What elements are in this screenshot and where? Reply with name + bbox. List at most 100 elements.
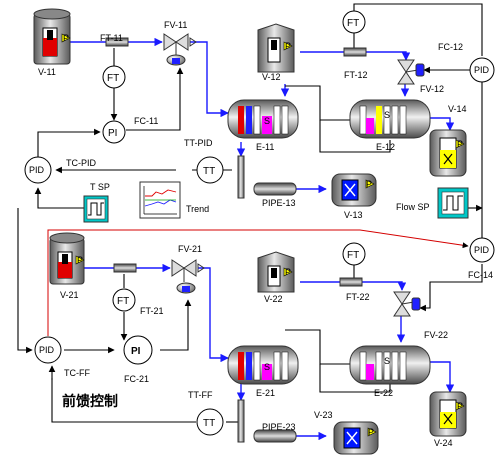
page-title: 前馈控制 <box>62 393 118 409</box>
vessel-v24[interactable]: P <box>429 391 467 437</box>
tc-pid-controller[interactable]: PID <box>24 156 52 184</box>
fv21-label: FV-21 <box>178 244 202 254</box>
pipe23-label: PIPE-23 <box>262 422 296 432</box>
svg-text:S: S <box>264 362 270 372</box>
svg-text:PID: PID <box>39 345 55 355</box>
tt-ff-transmitter[interactable]: TT <box>196 408 224 436</box>
pipe-13[interactable] <box>253 182 297 196</box>
svg-text:PID: PID <box>29 165 45 175</box>
ft22-label: FT-22 <box>346 292 370 302</box>
svg-text:PI: PI <box>131 346 141 357</box>
flow-element-ft21 <box>113 263 137 273</box>
pipe-23[interactable] <box>253 429 297 443</box>
tcpid-label: TC-PID <box>66 158 96 168</box>
fc21-pi-controller[interactable]: PI <box>123 335 153 365</box>
svg-text:S: S <box>264 116 270 126</box>
svg-text:P: P <box>368 427 374 437</box>
tc-ff-controller[interactable]: PID <box>34 336 62 364</box>
v13-label: V-13 <box>344 210 363 220</box>
svg-text:FT: FT <box>107 73 119 84</box>
ft21-label: FT-21 <box>140 306 164 316</box>
valve-fv21[interactable] <box>171 259 205 294</box>
t-sp-setpoint[interactable] <box>83 195 109 223</box>
svg-text:PID: PID <box>474 65 490 75</box>
ttff-label: TT-FF <box>188 390 213 400</box>
fc21-label: FC-21 <box>124 374 149 384</box>
svg-text:P: P <box>366 179 372 189</box>
svg-text:FT: FT <box>347 18 359 29</box>
ft12-transmitter[interactable]: FT <box>342 10 366 34</box>
fv22-label: FV-22 <box>424 330 448 340</box>
ft12-label: FT-12 <box>344 70 368 80</box>
e21-label: E-21 <box>256 388 275 398</box>
fc14-pid-controller[interactable]: PID <box>469 237 495 263</box>
pipe13-label: PIPE-13 <box>262 198 296 208</box>
fc12-label: FC-12 <box>438 42 463 52</box>
vessel-v13[interactable]: P <box>331 173 377 207</box>
valve-fv12[interactable] <box>397 59 425 85</box>
ft11-label: FT-11 <box>100 33 123 43</box>
v24-label: V-24 <box>434 438 453 448</box>
tt-pid-transmitter[interactable]: TT <box>196 156 224 184</box>
fc11-pi-controller[interactable]: PI <box>102 120 126 144</box>
svg-text:PI: PI <box>108 128 117 139</box>
svg-text:P: P <box>77 255 83 265</box>
ft22-transmitter[interactable]: FT <box>342 242 366 266</box>
svg-text:P: P <box>457 401 463 411</box>
trend-chart[interactable] <box>139 181 181 219</box>
ft21-transmitter[interactable]: FT <box>112 288 136 312</box>
signal-lines <box>17 3 483 423</box>
svg-text:S: S <box>384 110 390 120</box>
svg-text:FT: FT <box>347 250 359 261</box>
flow-sp-setpoint[interactable] <box>437 187 469 219</box>
vessel-v22[interactable]: P <box>257 251 295 293</box>
v21-label: V-21 <box>60 290 79 300</box>
vessel-v23[interactable]: P <box>333 421 379 455</box>
vessel-v12[interactable]: P <box>257 23 295 73</box>
probe-tt-pid <box>237 155 245 199</box>
v23-label: V-23 <box>314 410 333 420</box>
svg-text:PID: PID <box>474 245 490 255</box>
probe-tt-ff <box>237 399 245 443</box>
tcff-label: TC-FF <box>64 368 90 378</box>
v11-label: V-11 <box>38 67 56 77</box>
feedforward-line <box>47 229 469 336</box>
svg-text:P: P <box>285 267 291 277</box>
svg-text:P: P <box>457 139 463 149</box>
exchanger-e21[interactable]: S <box>227 345 299 385</box>
fc12-pid-controller[interactable]: PID <box>469 57 495 83</box>
vessel-v21[interactable]: P <box>49 232 85 285</box>
e12-label: E-12 <box>376 142 395 152</box>
trend-label: Trend <box>186 204 209 214</box>
flow-element-ft11 <box>105 37 129 47</box>
flowsp-label: Flow SP <box>396 202 430 212</box>
svg-text:TT: TT <box>203 418 215 429</box>
vessel-v14[interactable]: P <box>429 129 467 177</box>
valve-fv11[interactable] <box>163 33 197 66</box>
ft11-transmitter[interactable]: FT <box>102 65 126 89</box>
fc14-label: FC-14 <box>468 270 493 280</box>
fc11-label: FC-11 <box>134 116 158 126</box>
svg-text:FT: FT <box>117 296 129 307</box>
exchanger-e12[interactable]: S <box>349 99 431 139</box>
ttpid-label: TT-PID <box>184 138 213 148</box>
vessel-v11[interactable]: P <box>33 8 71 65</box>
svg-text:TT: TT <box>203 166 215 177</box>
v22-label: V-22 <box>264 294 283 304</box>
svg-text:P: P <box>63 33 69 43</box>
svg-text:S: S <box>384 356 390 366</box>
svg-text:P: P <box>285 41 291 51</box>
flow-element-ft12 <box>343 47 367 57</box>
exchanger-e22[interactable]: S <box>349 345 431 385</box>
valve-fv22[interactable] <box>393 291 421 317</box>
v12-label: V-12 <box>262 72 281 82</box>
e11-label: E-11 <box>256 142 274 152</box>
v14-label: V-14 <box>448 104 467 114</box>
fv11-label: FV-11 <box>164 20 187 30</box>
tsp-label: T SP <box>90 182 110 192</box>
e22-label: E-22 <box>374 388 393 398</box>
flow-element-ft22 <box>339 277 363 287</box>
process-pipes-bottom <box>84 263 455 441</box>
exchanger-e11[interactable]: S <box>227 99 299 139</box>
